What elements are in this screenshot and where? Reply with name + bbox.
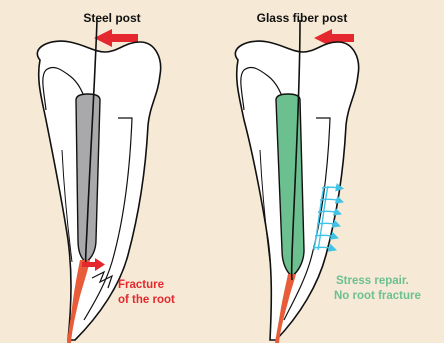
left-note-line1: Fracture (118, 279, 164, 291)
steel-post (76, 94, 100, 262)
left-tooth-group: Steel post Fracture of the root (37, 11, 175, 343)
right-tooth-group: Glass fiber post Stress (235, 11, 421, 343)
right-note-line2: No root fracture (334, 290, 421, 302)
right-title: Glass fiber post (257, 11, 348, 25)
left-note-line2: of the root (118, 294, 175, 306)
right-note-line1: Stress repair. (336, 275, 409, 287)
left-title: Steel post (83, 11, 140, 25)
